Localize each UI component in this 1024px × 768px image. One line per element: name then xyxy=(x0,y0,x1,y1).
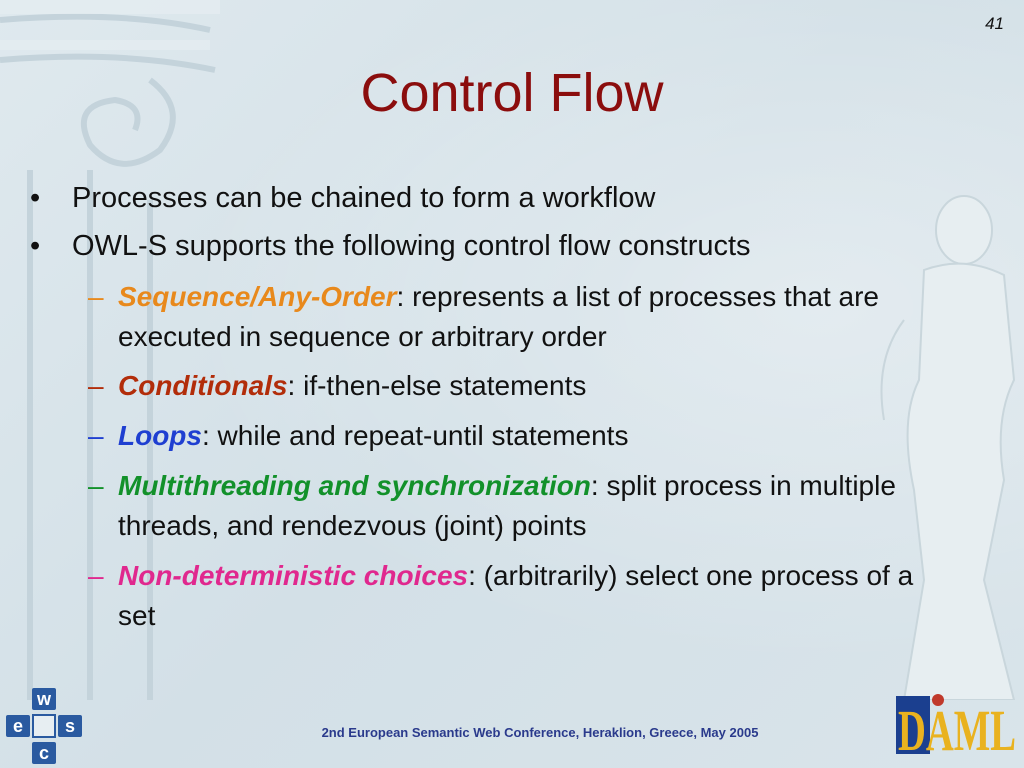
construct-description: : (arbitrarily) select one process of a … xyxy=(118,560,914,631)
logo-letter: c xyxy=(39,743,49,763)
sub-dash: – xyxy=(88,470,104,501)
bullet-mark: • xyxy=(30,182,41,214)
bullet-text: Processes can be chained to form a workf… xyxy=(72,182,656,214)
bullet-text: OWL-S supports the following control flo… xyxy=(72,230,751,262)
page-number: 41 xyxy=(985,14,1004,33)
sub-dash: – xyxy=(88,281,104,312)
construct-description: : if-then-else statements xyxy=(287,370,587,401)
sub-dash: – xyxy=(88,370,104,401)
slide-title: Control Flow xyxy=(360,63,664,123)
construct-term: Sequence/Any-Order xyxy=(118,281,397,312)
sub-dash: – xyxy=(88,420,104,451)
daml-logo-icon: DAML xyxy=(896,694,1016,762)
construct-description: : while and repeat-until statements xyxy=(202,420,629,451)
construct-description: : represents a list of processes that ar… xyxy=(118,281,879,352)
statue-decoration xyxy=(880,195,1016,700)
construct-term: Conditionals xyxy=(118,370,288,401)
bullet-mark: • xyxy=(30,230,41,262)
eswc-logo-icon: w e s c xyxy=(6,688,82,764)
construct-term: Multithreading and synchronization xyxy=(118,470,591,501)
logo-letter: e xyxy=(13,716,23,736)
logo-letter: w xyxy=(36,689,52,709)
daml-logo-text: DAML xyxy=(898,698,1016,762)
construct-term: Non-deterministic choices xyxy=(118,560,469,591)
construct-term: Loops xyxy=(118,420,202,451)
ionic-column-decoration xyxy=(0,0,220,700)
sub-dash: – xyxy=(88,560,104,591)
footer-text: 2nd European Semantic Web Conference, He… xyxy=(321,725,759,740)
logo-letter: s xyxy=(65,716,75,736)
construct-description: : split process in multiple threads, and… xyxy=(118,470,896,541)
